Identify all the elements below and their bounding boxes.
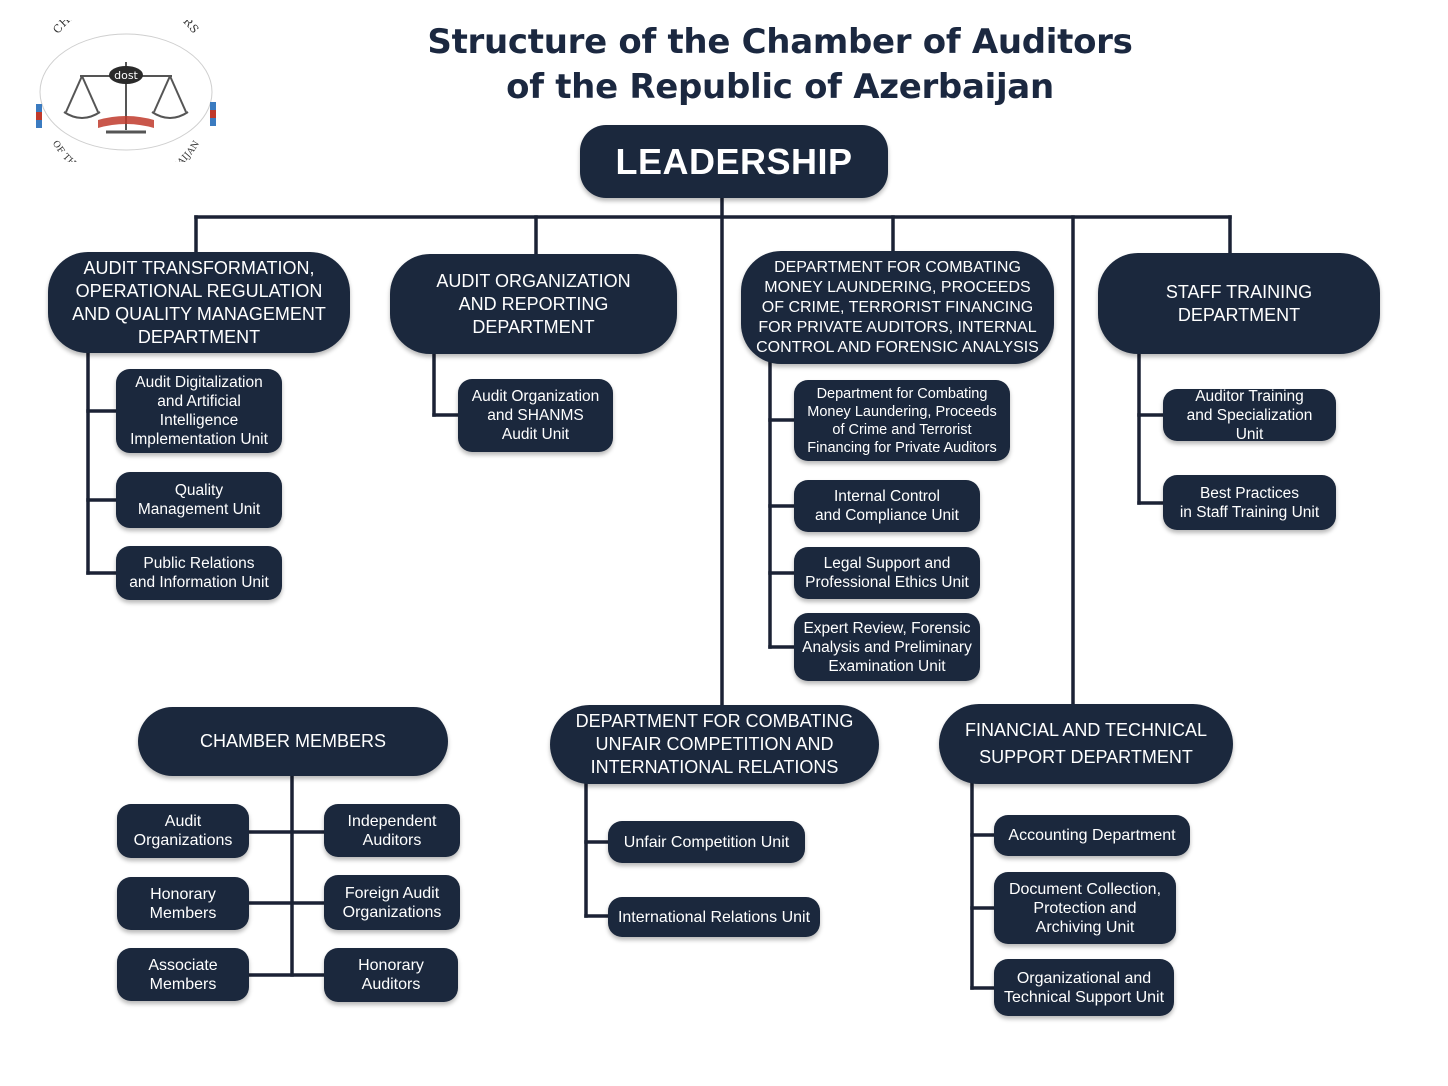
logo-badge-text: dost bbox=[114, 69, 138, 82]
staff-training-department: STAFF TRAINING DEPARTMENT bbox=[1098, 253, 1380, 354]
unfair-competition-department: DEPARTMENT FOR COMBATING UNFAIR COMPETIT… bbox=[550, 705, 879, 784]
title-line-2: of the Republic of Azerbaijan bbox=[506, 67, 1054, 107]
organizational-technical-unit: Organizational and Technical Support Uni… bbox=[994, 959, 1174, 1016]
quality-management-unit: Quality Management Unit bbox=[116, 472, 282, 528]
document-collection-unit: Document Collection, Protection and Arch… bbox=[994, 872, 1176, 944]
member-foreign-audit-organizations: Foreign Audit Organizations bbox=[324, 875, 460, 930]
leadership-node: LEADERSHIP bbox=[580, 125, 888, 198]
money-laundering-department: DEPARTMENT FOR COMBATING MONEY LAUNDERIN… bbox=[741, 251, 1054, 364]
member-audit-organizations: Audit Organizations bbox=[117, 804, 249, 858]
international-relations-unit: International Relations Unit bbox=[608, 897, 820, 937]
expert-review-unit: Expert Review, Forensic Analysis and Pre… bbox=[794, 613, 980, 681]
page-title: Structure of the Chamber of Auditors of … bbox=[330, 20, 1230, 110]
chamber-of-auditors-logo: dost CHAMBER OF AUDITORS OF THE REPUBLIC… bbox=[36, 20, 216, 162]
chamber-members-node: CHAMBER MEMBERS bbox=[138, 707, 448, 776]
accounting-department: Accounting Department bbox=[994, 815, 1190, 856]
audit-organization-department: AUDIT ORGANIZATION AND REPORTING DEPARTM… bbox=[390, 254, 677, 354]
member-honorary-members: Honorary Members bbox=[117, 877, 249, 930]
member-independent-auditors: Independent Auditors bbox=[324, 804, 460, 857]
audit-organization-shanms-unit: Audit Organization and SHANMS Audit Unit bbox=[458, 379, 613, 452]
unfair-competition-unit: Unfair Competition Unit bbox=[608, 821, 805, 863]
audit-transformation-department: AUDIT TRANSFORMATION, OPERATIONAL REGULA… bbox=[48, 252, 350, 353]
combating-money-laundering-unit: Department for Combating Money Launderin… bbox=[794, 380, 1010, 461]
best-practices-unit: Best Practices in Staff Training Unit bbox=[1163, 475, 1336, 530]
member-associate-members: Associate Members bbox=[117, 948, 249, 1001]
audit-digitalization-unit: Audit Digitalization and Artificial Inte… bbox=[116, 369, 282, 453]
member-honorary-auditors: Honorary Auditors bbox=[324, 948, 458, 1002]
legal-support-unit: Legal Support and Professional Ethics Un… bbox=[794, 547, 980, 599]
auditor-training-unit: Auditor Training and Specialization Unit bbox=[1163, 388, 1336, 443]
public-relations-unit: Public Relations and Information Unit bbox=[116, 546, 282, 600]
financial-technical-department: FINANCIAL AND TECHNICAL SUPPORT DEPARTME… bbox=[939, 704, 1233, 784]
internal-control-unit: Internal Control and Compliance Unit bbox=[794, 480, 980, 532]
title-line-1: Structure of the Chamber of Auditors bbox=[427, 22, 1133, 62]
